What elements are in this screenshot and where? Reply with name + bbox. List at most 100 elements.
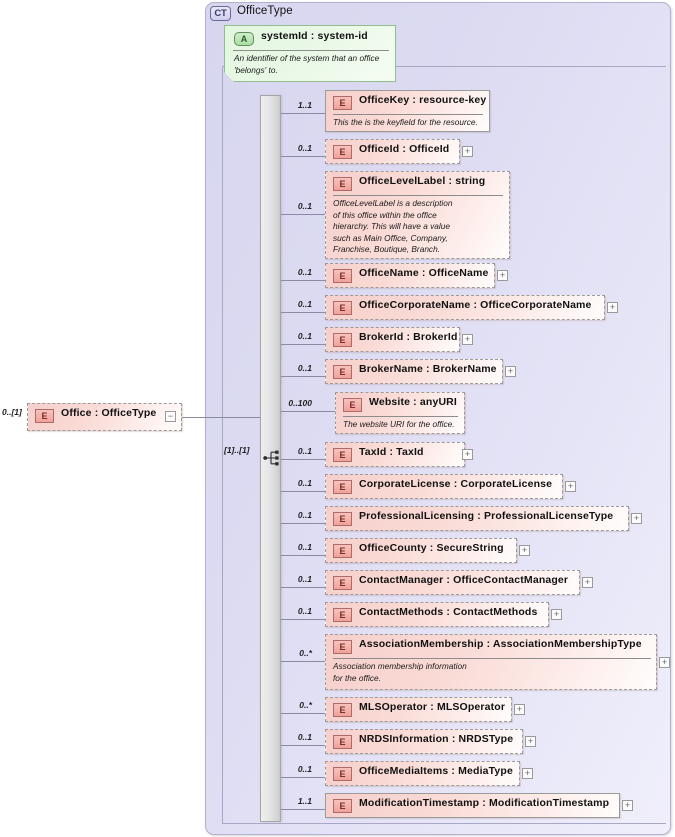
connector-line <box>281 745 325 746</box>
element-badge: E <box>333 269 352 283</box>
element-box-officename[interactable]: E OfficeName : OfficeName <box>325 263 495 288</box>
connector-line <box>281 411 335 412</box>
element-box-officemediaitems[interactable]: E OfficeMediaItems : MediaType <box>325 761 520 786</box>
expand-toggle[interactable]: + <box>607 302 618 313</box>
connector-line <box>281 555 325 556</box>
element-box-mlsoperator[interactable]: E MLSOperator : MLSOperator <box>325 697 512 722</box>
element-badge: E <box>333 301 352 315</box>
element-badge: E <box>333 544 352 558</box>
element-badge: E <box>333 512 352 526</box>
element-box-corporatelicense[interactable]: E CorporateLicense : CorporateLicense <box>325 474 563 499</box>
element-box-brokername[interactable]: E BrokerName : BrokerName <box>325 359 503 384</box>
element-title: OfficeId : OfficeId <box>359 143 450 155</box>
complextype-title: OfficeType <box>237 5 293 17</box>
root-element-title: Office : OfficeType <box>61 407 157 419</box>
element-divider <box>333 658 651 659</box>
cardinality-label: 0..1 <box>297 732 312 742</box>
expand-toggle[interactable]: + <box>519 545 530 556</box>
element-badge: E <box>333 767 352 781</box>
expand-toggle[interactable]: + <box>522 768 533 779</box>
sequence-cardinality: [1]..[1] <box>224 445 250 455</box>
element-box-associationmembership[interactable]: E AssociationMembership : AssociationMem… <box>325 634 657 690</box>
element-box-officelevellabel[interactable]: E OfficeLevelLabel : string OfficeLevelL… <box>325 171 510 259</box>
element-badge: E <box>333 177 352 191</box>
expand-toggle[interactable]: + <box>582 577 593 588</box>
element-badge: E <box>343 398 362 412</box>
cardinality-label: 0..* <box>299 700 312 710</box>
element-box-officecounty[interactable]: E OfficeCounty : SecureString <box>325 538 517 563</box>
cardinality-label: 0..1 <box>297 331 312 341</box>
connector-line <box>281 777 325 778</box>
element-box-professionallicensing[interactable]: E ProfessionalLicensing : ProfessionalLi… <box>325 506 629 531</box>
element-title: ContactMethods : ContactMethods <box>359 606 538 618</box>
element-title: ContactManager : OfficeContactManager <box>359 574 569 586</box>
element-badge: E <box>333 799 352 813</box>
connector-line <box>281 344 325 345</box>
expand-toggle[interactable]: + <box>551 609 562 620</box>
element-box-website[interactable]: E Website : anyURI The website URI for t… <box>335 392 465 434</box>
collapse-toggle-office[interactable]: − <box>165 411 176 422</box>
element-box-contactmethods[interactable]: E ContactMethods : ContactMethods <box>325 602 549 627</box>
element-box-modificationtimestamp[interactable]: E ModificationTimestamp : ModificationTi… <box>325 793 620 818</box>
expand-toggle[interactable]: + <box>525 736 536 747</box>
element-title: NRDSInformation : NRDSType <box>359 733 514 745</box>
element-divider <box>343 416 458 417</box>
expand-toggle[interactable]: + <box>497 270 508 281</box>
connector-line <box>281 661 325 662</box>
connector-line <box>281 156 325 157</box>
expand-toggle[interactable]: + <box>505 366 516 377</box>
element-box-officecorporatename[interactable]: E OfficeCorporateName : OfficeCorporateN… <box>325 295 605 320</box>
connector-line <box>281 214 325 215</box>
attribute-badge: A <box>234 32 254 46</box>
expand-toggle[interactable]: + <box>631 513 642 524</box>
cardinality-label: 0..1 <box>297 143 312 153</box>
complextype-badge: CT <box>210 6 231 21</box>
element-title: OfficeKey : resource-key <box>359 94 487 106</box>
expand-toggle[interactable]: + <box>462 146 473 157</box>
expand-toggle[interactable]: + <box>659 657 670 668</box>
expand-toggle[interactable]: + <box>462 334 473 345</box>
element-box-officekey[interactable]: E OfficeKey : resource-key This the is t… <box>325 90 490 132</box>
cardinality-label: 0..1 <box>297 478 312 488</box>
root-element-office[interactable]: E Office : OfficeType <box>27 403 182 431</box>
element-badge: E <box>333 480 352 494</box>
sequence-compositor-icon[interactable] <box>263 449 281 467</box>
element-divider <box>333 114 483 115</box>
element-title: MLSOperator : MLSOperator <box>359 701 506 713</box>
expand-toggle[interactable]: + <box>462 449 473 460</box>
cardinality-label: 0..1 <box>297 542 312 552</box>
root-element-cardinality: 0..[1] <box>2 407 22 417</box>
connector-line <box>281 113 325 114</box>
connector-line <box>281 376 325 377</box>
attribute-box-systemid[interactable]: A systemId : system-id An identifier of … <box>224 25 396 82</box>
cardinality-label: 0..1 <box>297 764 312 774</box>
connector-line <box>281 809 325 810</box>
cardinality-label: 0..1 <box>297 201 312 211</box>
element-title: OfficeLevelLabel : string <box>359 175 486 187</box>
connector-line <box>281 713 325 714</box>
element-title: ProfessionalLicensing : ProfessionalLice… <box>359 510 614 522</box>
connector-line <box>281 491 325 492</box>
element-box-taxid[interactable]: E TaxId : TaxId <box>325 442 465 467</box>
cardinality-label: 0..1 <box>297 267 312 277</box>
element-badge: E <box>333 703 352 717</box>
element-box-officeid[interactable]: E OfficeId : OfficeId <box>325 139 460 164</box>
cardinality-label: 1..1 <box>297 100 312 110</box>
element-badge: E <box>333 576 352 590</box>
cardinality-label: 0..* <box>299 648 312 658</box>
element-box-brokerid[interactable]: E BrokerId : BrokerId <box>325 327 460 352</box>
element-title: OfficeCounty : SecureString <box>359 542 504 554</box>
cardinality-label: 0..1 <box>297 574 312 584</box>
expand-toggle[interactable]: + <box>565 481 576 492</box>
connector-line <box>281 619 325 620</box>
element-box-nrdsinformation[interactable]: E NRDSInformation : NRDSType <box>325 729 523 754</box>
attribute-annotation: An identifier of the system that an offi… <box>234 53 380 75</box>
expand-toggle[interactable]: + <box>622 800 633 811</box>
cardinality-label: 0..1 <box>297 510 312 520</box>
element-title: OfficeMediaItems : MediaType <box>359 765 513 777</box>
cardinality-label: 0..1 <box>297 446 312 456</box>
element-box-contactmanager[interactable]: E ContactManager : OfficeContactManager <box>325 570 580 595</box>
connector-line <box>281 312 325 313</box>
connector-line <box>281 587 325 588</box>
expand-toggle[interactable]: + <box>514 704 525 715</box>
